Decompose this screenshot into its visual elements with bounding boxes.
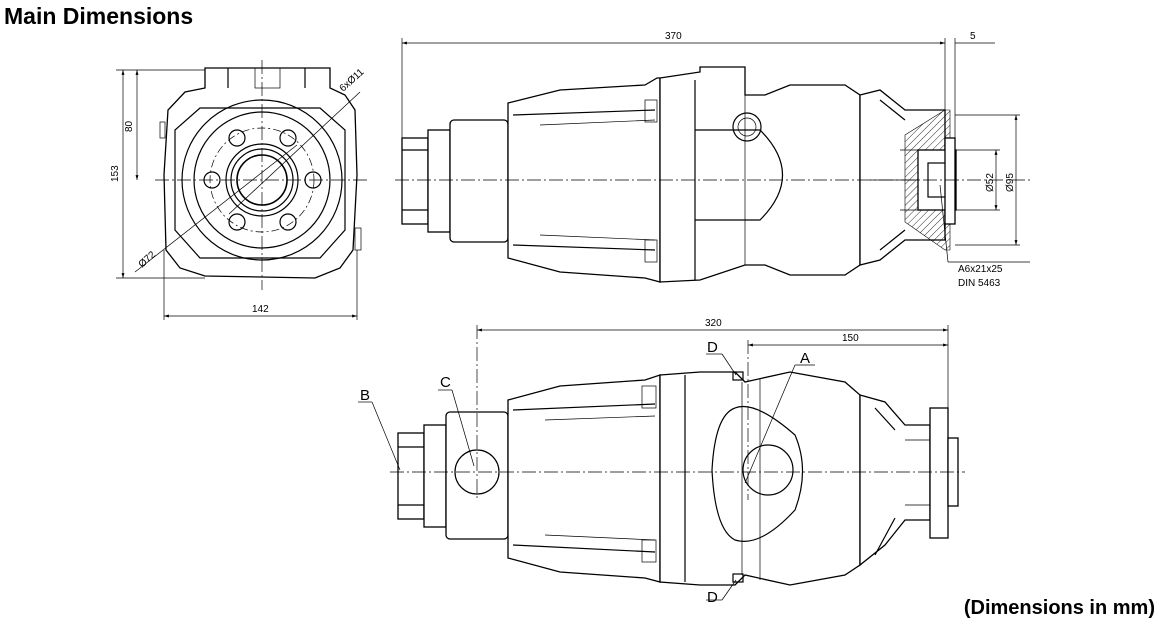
front-view: 6xØ11 Ø72 153 80 142: [110, 60, 370, 320]
port-b-label: B: [360, 387, 370, 404]
bolt-holes-label: 6xØ11: [338, 67, 367, 95]
shaft-dia-label: Ø52: [985, 173, 996, 192]
overall-length-label: 370: [665, 31, 682, 42]
key-spec-label-2: DIN 5463: [958, 278, 1001, 289]
port-distance-label: 320: [705, 318, 722, 329]
front-height-label: 153: [110, 165, 121, 182]
bolt-circle-label: Ø72: [137, 249, 159, 270]
port-d-top-label: D: [707, 339, 718, 356]
front-width-label: 142: [252, 304, 269, 315]
side-view: 370 5 Ø52 Ø95 A6x21x25 DIN 5463: [395, 31, 1030, 289]
flange-dia-label: Ø95: [1005, 173, 1016, 192]
port-d-bottom-label: D: [707, 589, 718, 606]
units-note: (Dimensions in mm): [963, 597, 1155, 619]
flange-offset-label: 5: [970, 31, 976, 42]
port-c-label: C: [440, 374, 451, 391]
page-title: Main Dimensions: [4, 3, 194, 29]
bottom-view: 320 150 A B C D D: [358, 318, 965, 606]
port-a-label: A: [800, 350, 810, 367]
front-upper-height-label: 80: [124, 120, 135, 132]
key-spec-label-1: A6x21x25: [958, 264, 1003, 275]
port-a-distance-label: 150: [842, 333, 859, 344]
